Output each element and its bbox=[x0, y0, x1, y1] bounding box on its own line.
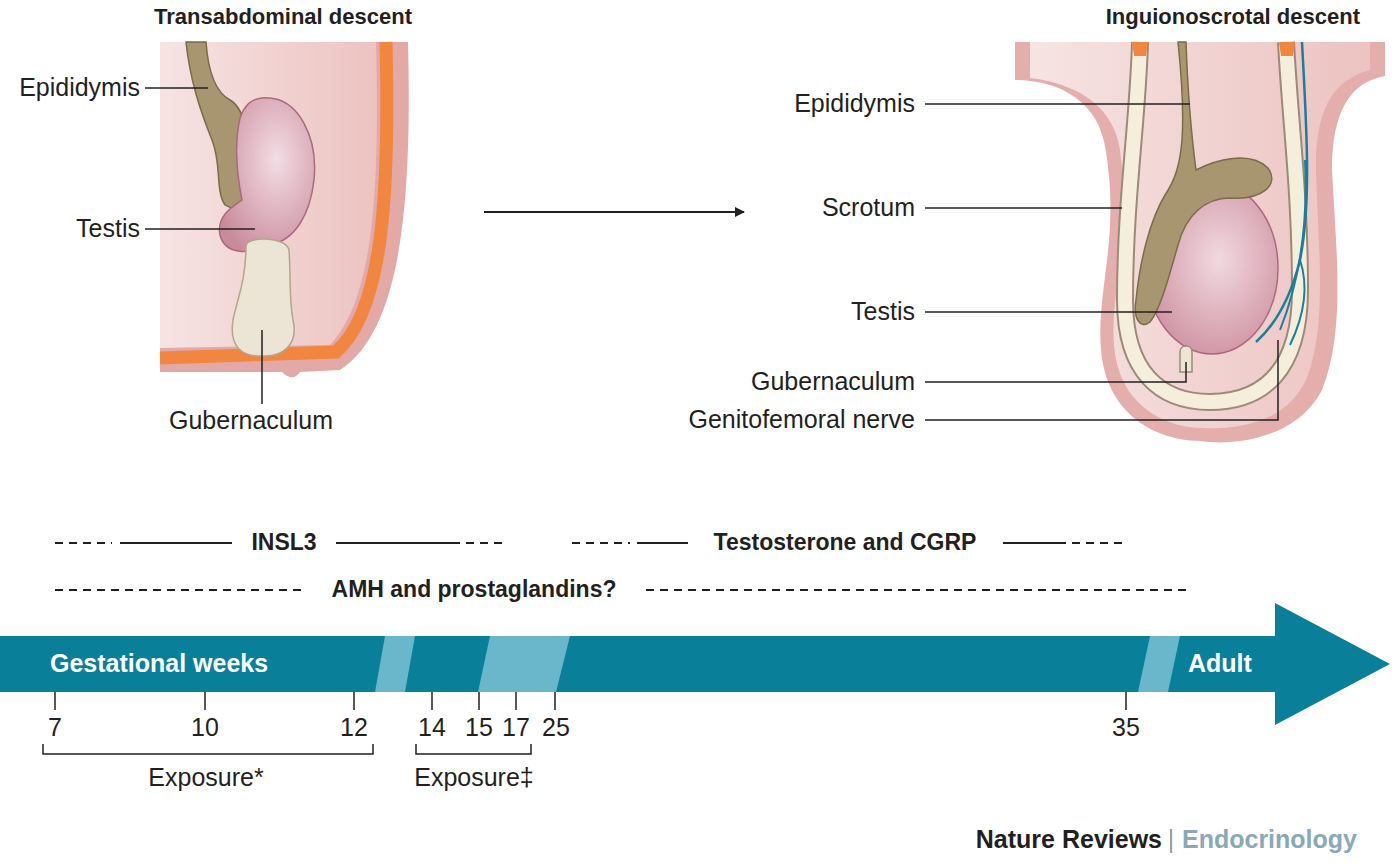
journal-name: Nature Reviews bbox=[976, 826, 1162, 854]
transabdominal-illustration bbox=[160, 42, 409, 377]
band-label: Gestational weeks bbox=[50, 650, 268, 678]
panel-heading: Inguionoscrotal descent bbox=[1106, 5, 1360, 29]
band-label: Adult bbox=[1188, 650, 1252, 678]
leader-lines bbox=[145, 88, 1278, 420]
part-label: Gubernaculum bbox=[169, 407, 333, 435]
week-number: 10 bbox=[191, 714, 219, 742]
week-number: 14 bbox=[418, 714, 446, 742]
timeline-band: Gestational weeks Adult bbox=[0, 600, 1392, 728]
part-label: Testis bbox=[76, 215, 140, 243]
progress-arrow bbox=[484, 211, 744, 213]
break-mark bbox=[375, 636, 415, 692]
band-fill bbox=[0, 603, 1390, 725]
exposure-label: Exposure* bbox=[148, 764, 263, 792]
hormone-label: AMH and prostaglandins? bbox=[332, 577, 617, 602]
break-mark bbox=[1138, 636, 1180, 692]
journal-section: Endocrinology bbox=[1182, 826, 1357, 854]
week-number: 25 bbox=[542, 714, 570, 742]
timeline-ticks bbox=[43, 692, 1126, 754]
exposure-label: Exposure‡ bbox=[414, 764, 534, 792]
part-label: Genitofemoral nerve bbox=[688, 406, 915, 434]
week-number: 15 bbox=[465, 714, 493, 742]
separator: | bbox=[1168, 826, 1175, 854]
part-label: Scrotum bbox=[822, 194, 915, 222]
hormone-label: Testosterone and CGRP bbox=[714, 530, 977, 555]
week-number: 7 bbox=[48, 714, 62, 742]
period-lines bbox=[55, 543, 1190, 590]
week-number: 17 bbox=[502, 714, 530, 742]
hormone-label: INSL3 bbox=[251, 530, 316, 555]
week-number: 12 bbox=[340, 714, 368, 742]
part-label: Testis bbox=[851, 298, 915, 326]
part-label: Epididymis bbox=[794, 90, 915, 118]
part-label: Gubernaculum bbox=[751, 368, 915, 396]
break-mark bbox=[478, 636, 570, 692]
week-number: 35 bbox=[1112, 714, 1140, 742]
part-label: Epididymis bbox=[19, 74, 140, 102]
panel-heading: Transabdominal descent bbox=[154, 5, 412, 29]
